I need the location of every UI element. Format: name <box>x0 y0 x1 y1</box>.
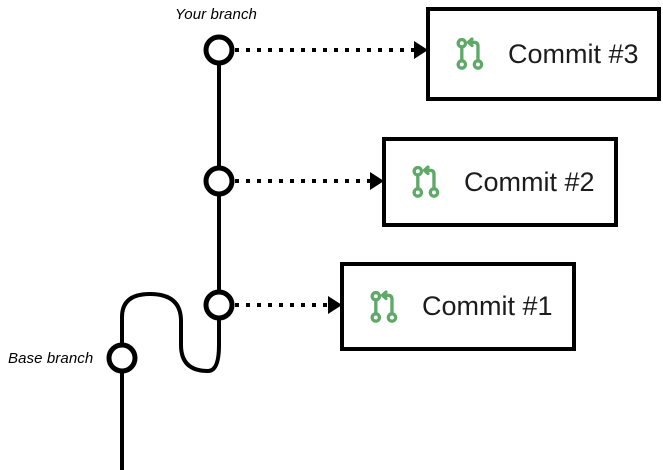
commit-3-node[interactable] <box>203 34 235 66</box>
your-branch-label: Your branch <box>175 6 257 23</box>
commit-box-3[interactable]: Commit #3 <box>426 7 661 101</box>
commit-box-2-label: Commit #2 <box>464 166 595 197</box>
git-pull-request-icon <box>370 289 398 323</box>
base-branch-node[interactable] <box>106 342 138 374</box>
base-branch-label: Base branch <box>8 350 94 367</box>
commit-box-2[interactable]: Commit #2 <box>382 137 618 227</box>
commit-box-1[interactable]: Commit #1 <box>340 262 576 351</box>
connector-arrow-commit-1 <box>235 296 342 314</box>
connector-arrow-commit-2 <box>235 172 384 190</box>
arrowhead-3 <box>414 41 428 59</box>
connector-arrow-commit-3 <box>235 41 428 59</box>
branch-s-connector <box>120 292 221 373</box>
arrowhead-2 <box>370 172 384 190</box>
commit-box-3-label: Commit #3 <box>508 38 639 69</box>
git-pull-request-icon <box>412 165 440 198</box>
commit-2-node[interactable] <box>203 165 235 197</box>
arrowhead-1 <box>328 296 342 314</box>
commit-1-node[interactable] <box>203 289 235 321</box>
git-pull-request-icon <box>456 37 484 70</box>
commit-box-1-label: Commit #1 <box>422 291 553 321</box>
